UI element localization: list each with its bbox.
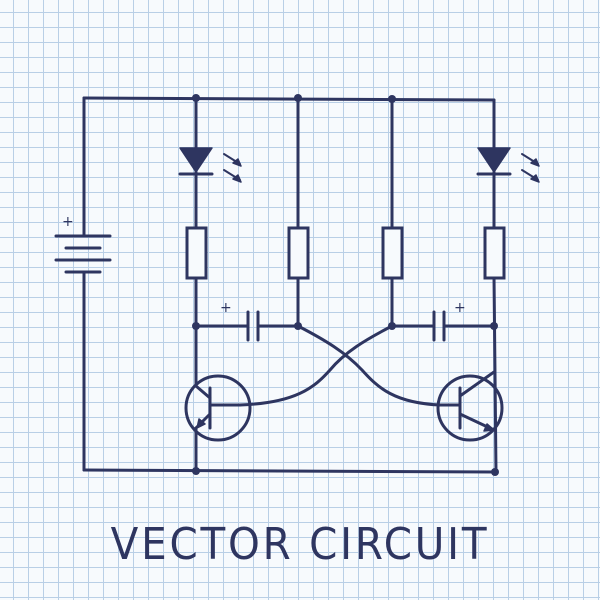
transistor-1 (184, 374, 252, 442)
led-1 (178, 147, 242, 183)
resistor-4 (483, 226, 506, 280)
resistor-3 (381, 226, 404, 280)
caption-title: VECTOR CIRCUIT (110, 519, 490, 570)
battery-plus-sign: + (62, 214, 74, 230)
battery: + (54, 214, 112, 274)
wires (82, 96, 498, 474)
resistor-1 (185, 226, 208, 280)
capacitor-1-plus-sign: + (220, 300, 232, 316)
capacitor-2: + (432, 300, 466, 342)
led-2 (476, 147, 540, 183)
capacitor-2-plus-sign: + (454, 300, 466, 316)
capacitor-1: + (220, 300, 260, 342)
transistor-2 (436, 370, 504, 442)
junction-dots (192, 94, 499, 476)
resistor-2 (287, 226, 310, 280)
